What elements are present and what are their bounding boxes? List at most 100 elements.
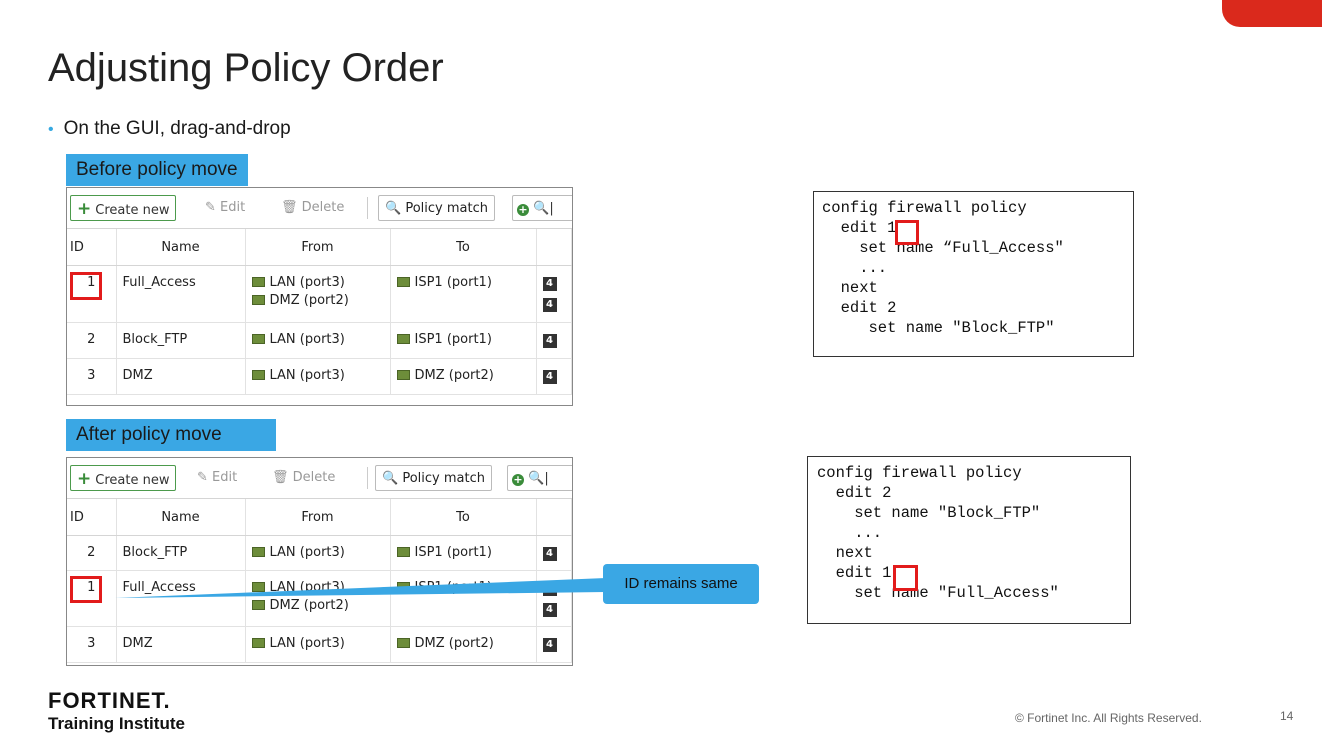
after-policy-table: ID Name From To 2 Block_FTP LAN (port3) … — [67, 499, 572, 663]
row-from: LAN (port3) — [245, 322, 391, 359]
row-name: Full_Access — [116, 570, 246, 627]
row-to: DMZ (port2) — [390, 626, 537, 663]
delete-button[interactable]: 🗑 Delete — [272, 470, 336, 485]
col-id[interactable]: ID — [67, 229, 117, 266]
address-icon: 4 — [542, 638, 557, 652]
toolbar-divider — [367, 197, 368, 219]
interface-icon — [396, 547, 410, 557]
row-from: LAN (port3) — [245, 626, 391, 663]
before-policy-panel: +Create new ✎ Edit 🗑 Delete 🔍 Policy mat… — [66, 187, 573, 406]
address-icon: 4 — [542, 277, 557, 291]
highlight-box — [895, 220, 919, 245]
row-name: DMZ — [116, 358, 246, 395]
create-new-button[interactable]: +Create new — [70, 465, 177, 491]
training-institute-label: Training Institute — [48, 714, 185, 733]
row-to: ISP1 (port1) — [390, 265, 537, 323]
interface-icon — [251, 370, 265, 380]
address-icon: 4 — [542, 298, 557, 312]
col-extra — [536, 229, 572, 266]
search-icon: 🔍 — [533, 201, 550, 216]
row-id: 1 — [67, 570, 117, 627]
row-from: LAN (port3)DMZ (port2) — [245, 570, 391, 627]
cli-after-code: config firewall policy edit 2 set name "… — [817, 464, 1059, 602]
before-label: Before policy move — [66, 154, 248, 186]
address-icon: 4 — [542, 547, 557, 561]
create-new-button[interactable]: +Create new — [70, 195, 177, 221]
highlight-box — [70, 576, 102, 603]
interface-icon — [396, 334, 410, 344]
interface-icon — [251, 600, 265, 610]
table-row[interactable]: 1 Full_Access LAN (port3)DMZ (port2) ISP… — [67, 265, 572, 323]
interface-icon — [251, 295, 265, 305]
page-number: 14 — [1280, 709, 1294, 723]
row-id: 3 — [67, 358, 117, 395]
col-from[interactable]: From — [245, 229, 391, 266]
plus-icon: + — [77, 199, 92, 219]
col-id[interactable]: ID — [67, 499, 117, 536]
row-id: 3 — [67, 626, 117, 663]
col-extra — [536, 499, 572, 536]
callout-pointer-shape — [115, 578, 606, 598]
policy-match-button[interactable]: 🔍 Policy match — [375, 465, 492, 491]
address-icon: 4 — [542, 334, 557, 348]
col-name[interactable]: Name — [116, 229, 246, 266]
table-row[interactable]: 3 DMZ LAN (port3) DMZ (port2) 4 — [67, 626, 572, 663]
edit-button[interactable]: ✎ Edit — [205, 200, 246, 215]
table-row[interactable]: 3 DMZ LAN (port3) DMZ (port2) 4 — [67, 358, 572, 395]
col-from[interactable]: From — [245, 499, 391, 536]
copyright-text: © Fortinet Inc. All Rights Reserved. — [1015, 711, 1202, 725]
interface-icon — [396, 370, 410, 380]
row-name: DMZ — [116, 626, 246, 663]
after-toolbar: +Create new ✎ Edit 🗑 Delete 🔍 Policy mat… — [67, 458, 572, 499]
interface-icon — [396, 638, 410, 648]
before-policy-table: ID Name From To 1 Full_Access LAN (port3… — [67, 229, 572, 395]
row-to: ISP1 (port1) — [390, 322, 537, 359]
toolbar-divider — [367, 467, 368, 489]
address-icon: 4 — [542, 603, 557, 617]
row-name: Block_FTP — [116, 535, 246, 571]
interface-icon — [251, 582, 265, 592]
row-extra: 4 — [536, 322, 572, 359]
col-to[interactable]: To — [390, 499, 537, 536]
table-row[interactable]: 2 Block_FTP LAN (port3) ISP1 (port1) 4 — [67, 322, 572, 359]
col-name[interactable]: Name — [116, 499, 246, 536]
row-name: Block_FTP — [116, 322, 246, 359]
slide-title: Adjusting Policy Order — [48, 46, 444, 90]
search-box[interactable]: + 🔍| — [507, 465, 572, 491]
row-from: LAN (port3) — [245, 358, 391, 395]
before-toolbar: +Create new ✎ Edit 🗑 Delete 🔍 Policy mat… — [67, 188, 572, 229]
address-icon: 4 — [542, 370, 557, 384]
row-extra: 4 — [536, 535, 572, 571]
table-row[interactable]: 1 Full_Access LAN (port3)DMZ (port2) ISP… — [67, 570, 572, 627]
table-row[interactable]: 2 Block_FTP LAN (port3) ISP1 (port1) 4 — [67, 535, 572, 571]
row-from: LAN (port3) — [245, 535, 391, 571]
pencil-icon: ✎ — [197, 470, 208, 485]
search-box[interactable]: + 🔍| — [512, 195, 572, 221]
after-policy-panel: +Create new ✎ Edit 🗑 Delete 🔍 Policy mat… — [66, 457, 573, 666]
bullet-label: On the GUI, drag-and-drop — [63, 118, 291, 139]
fortinet-logo: FORTINET. — [48, 688, 171, 713]
policy-match-button[interactable]: 🔍 Policy match — [378, 195, 495, 221]
search-icon: 🔍 — [528, 471, 545, 486]
highlight-box — [893, 565, 918, 591]
bullet-dot-icon: • — [48, 121, 54, 138]
trash-icon: 🗑 — [272, 470, 289, 485]
delete-button[interactable]: 🗑 Delete — [281, 200, 345, 215]
row-name: Full_Access — [116, 265, 246, 323]
bullet-text: • On the GUI, drag-and-drop — [48, 118, 291, 140]
row-id: 1 — [67, 265, 117, 323]
add-filter-icon: + — [517, 203, 529, 216]
row-from: LAN (port3)DMZ (port2) — [245, 265, 391, 323]
interface-icon — [251, 277, 265, 287]
row-extra: 4 — [536, 626, 572, 663]
table-header: ID Name From To — [67, 499, 572, 536]
edit-button[interactable]: ✎ Edit — [197, 470, 238, 485]
search-icon: 🔍 — [385, 201, 402, 216]
after-label: After policy move — [66, 419, 276, 451]
pencil-icon: ✎ — [205, 200, 216, 215]
search-icon: 🔍 — [382, 471, 399, 486]
col-to[interactable]: To — [390, 229, 537, 266]
table-header: ID Name From To — [67, 229, 572, 266]
